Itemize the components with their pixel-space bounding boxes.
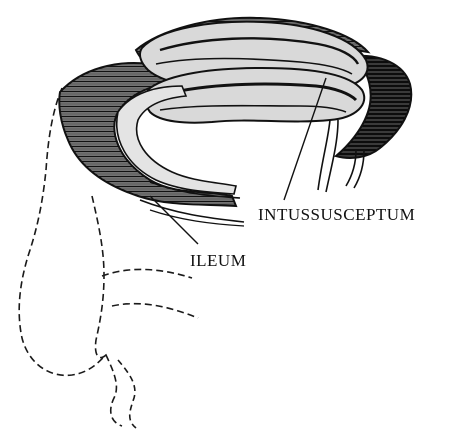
colon-dashed-inner <box>92 196 106 358</box>
colon-dashed-branch-1 <box>102 269 192 278</box>
intussusceptum-label: INTUSSUSCEPTUM <box>258 205 415 225</box>
ileum-label: ILEUM <box>190 251 246 271</box>
colon-dashed-tail <box>118 360 136 428</box>
ileum-tube-lower-2 <box>150 210 244 226</box>
colon-dashed-branch-2 <box>112 304 198 318</box>
